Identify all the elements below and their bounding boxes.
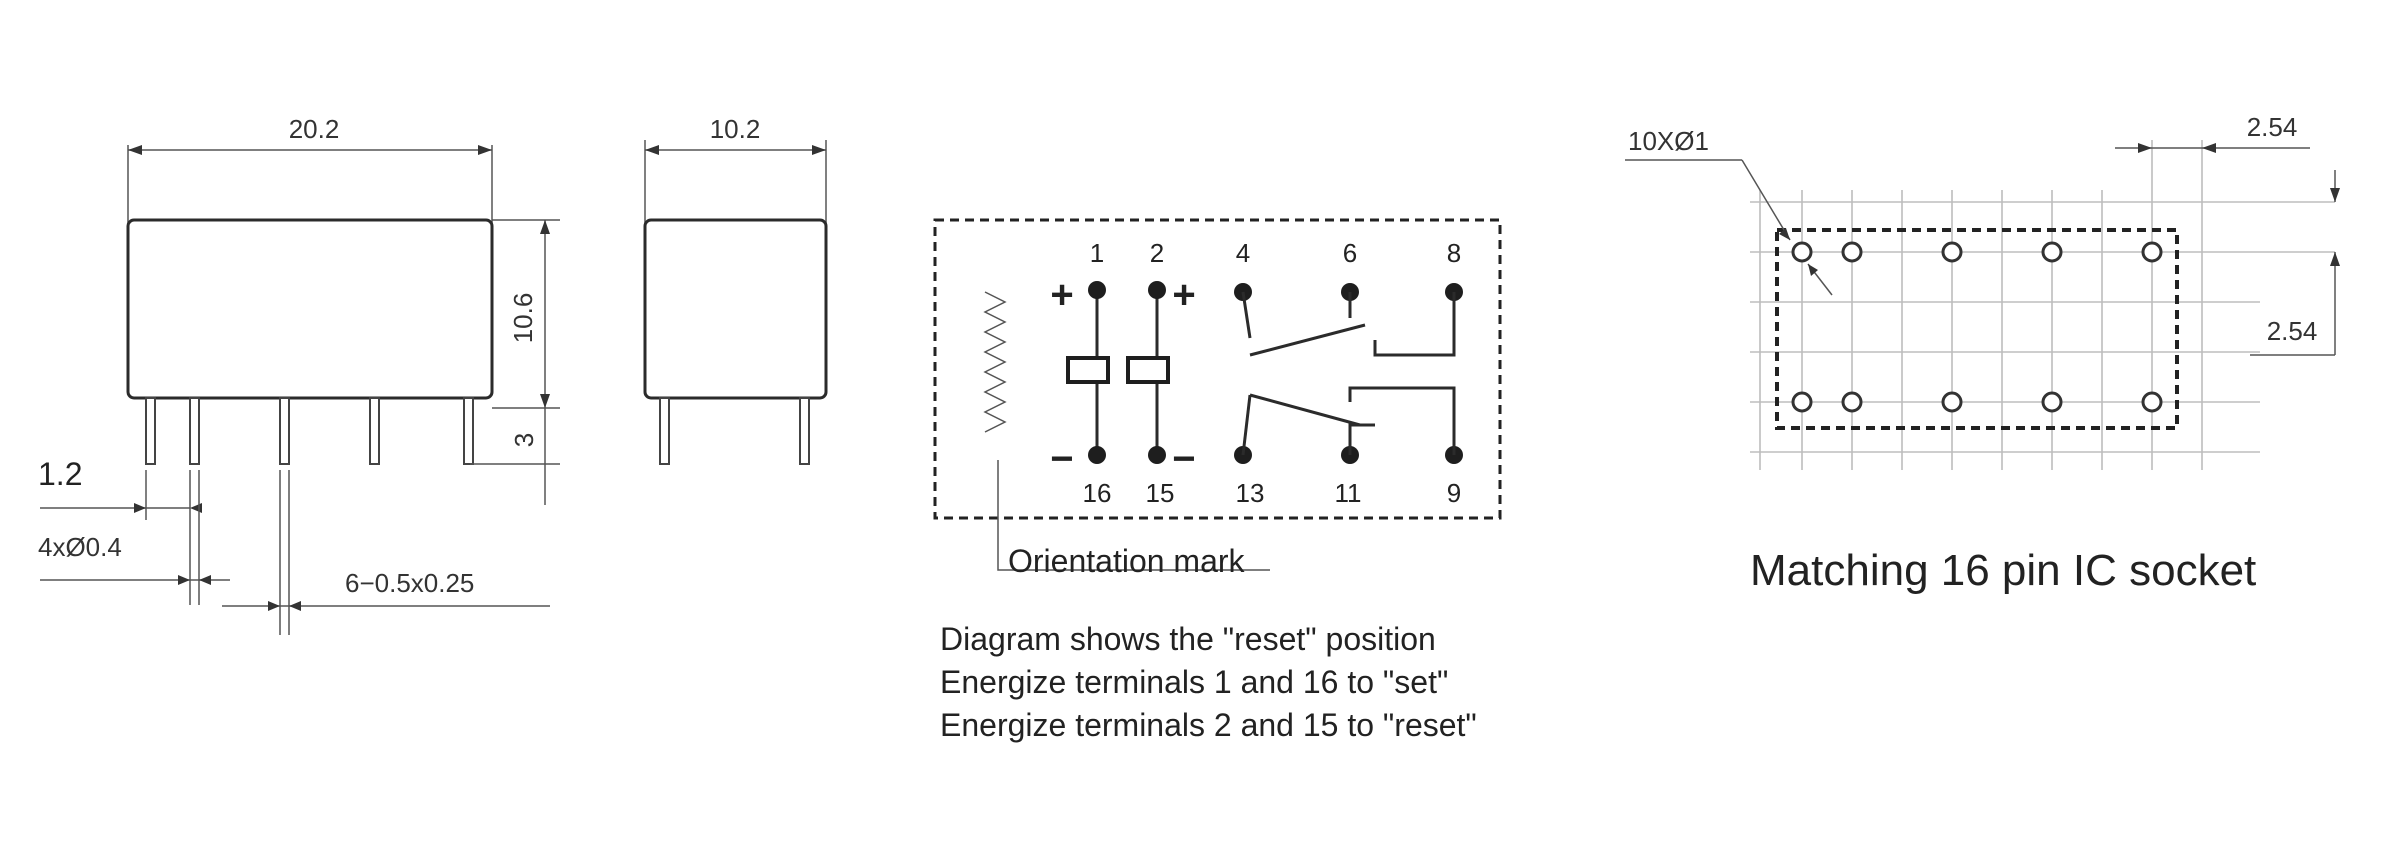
hole (1791, 391, 1813, 413)
note-line: Energize terminals 1 and 16 to "set" (940, 664, 1448, 700)
pin-number: 15 (1146, 478, 1175, 508)
contact-arm (1249, 393, 1361, 427)
pin (145, 397, 156, 465)
hole (1841, 241, 1863, 263)
hole (2041, 391, 2063, 413)
round-pin-dimension: 4xØ0.4 (38, 532, 122, 562)
flat-pin-dimension: 6−0.5x0.25 (345, 568, 474, 598)
socket-outline (1775, 228, 2179, 430)
orientation-leader (997, 460, 1270, 571)
side-view: 20.2 10.6 3 1.2 4xØ0.4 (38, 114, 560, 635)
pin (463, 397, 474, 465)
orientation-mark-icon (983, 291, 1007, 433)
pin-number: 16 (1083, 478, 1112, 508)
note-line: Energize terminals 2 and 15 to "reset" (940, 707, 1477, 743)
hole (1941, 391, 1963, 413)
schematic-outline (933, 218, 1502, 520)
orientation-label: Orientation mark (1008, 543, 1246, 579)
socket-footprint: 10XØ1 2.54 2.54 Matching 16 pin IC socke… (1625, 112, 2340, 595)
hole (2141, 241, 2163, 263)
pin-number: 1 (1090, 238, 1104, 268)
pin (369, 397, 380, 465)
relay-body-side (126, 218, 494, 400)
height-dimension: 10.6 (508, 293, 538, 344)
hole (2141, 391, 2163, 413)
minus-sign: − (1050, 437, 1073, 481)
pin (279, 397, 290, 465)
contact-arm (1249, 323, 1366, 357)
pin-number: 6 (1343, 238, 1357, 268)
pin-number: 13 (1236, 478, 1265, 508)
hole (1941, 241, 1963, 263)
side-pitch-dimension: 1.2 (38, 456, 82, 492)
hole (2041, 241, 2063, 263)
coil-reset (1126, 356, 1170, 384)
pin (189, 397, 200, 465)
relay-body-end (643, 218, 828, 400)
pin-number: 11 (1335, 478, 1362, 508)
hole (1791, 241, 1813, 263)
pin (799, 397, 810, 465)
pin (659, 397, 670, 465)
socket-caption: Matching 16 pin IC socket (1750, 546, 2256, 595)
width-dimension: 10.2 (710, 114, 761, 144)
pin-length-dimension: 3 (509, 433, 539, 447)
plus-sign: + (1172, 273, 1195, 317)
pitch-vertical: 2.54 (2267, 316, 2318, 346)
coil-set (1066, 356, 1110, 384)
note-line: Diagram shows the "reset" position (940, 621, 1436, 657)
pin-number: 9 (1447, 478, 1461, 508)
minus-sign: − (1172, 437, 1195, 481)
end-view: 10.2 (643, 114, 828, 465)
hole (1841, 391, 1863, 413)
pin-number: 8 (1447, 238, 1461, 268)
length-dimension: 20.2 (289, 114, 340, 144)
pin-number: 2 (1150, 238, 1164, 268)
plus-sign: + (1050, 273, 1073, 317)
schematic: Orientation mark 1 2 4 6 8 16 15 13 11 9… (933, 218, 1502, 743)
hole-callout: 10XØ1 (1628, 126, 1709, 156)
pitch-horizontal: 2.54 (2247, 112, 2298, 142)
pin-number: 4 (1236, 238, 1250, 268)
